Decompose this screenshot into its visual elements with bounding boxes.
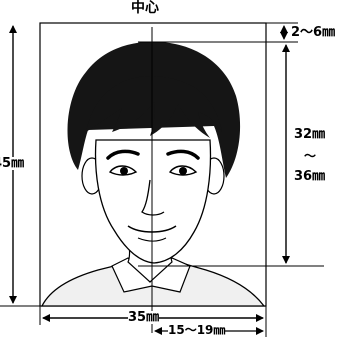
hair-bangs	[86, 76, 222, 138]
face-length-label-line2: 36㎜	[294, 169, 326, 184]
height-label: 45㎜	[0, 157, 25, 170]
width-label: 35㎜	[128, 310, 160, 325]
center-label: 中心	[131, 0, 159, 16]
top-margin-label: 2〜6㎜	[291, 25, 336, 40]
nose	[141, 179, 165, 216]
face-length-label-tilde: 〜	[304, 149, 317, 163]
face-length-label-line1: 32㎜	[294, 127, 326, 142]
hair-back	[67, 41, 241, 178]
right-eyebrow	[166, 149, 200, 160]
left-eyebrow	[106, 149, 140, 160]
half-face-label: 15〜19㎜	[168, 323, 226, 337]
lower-lip	[137, 237, 167, 242]
left-pupil	[120, 167, 128, 175]
face	[94, 139, 212, 264]
right-pupil	[179, 167, 187, 175]
portrait-illustration	[40, 41, 266, 307]
